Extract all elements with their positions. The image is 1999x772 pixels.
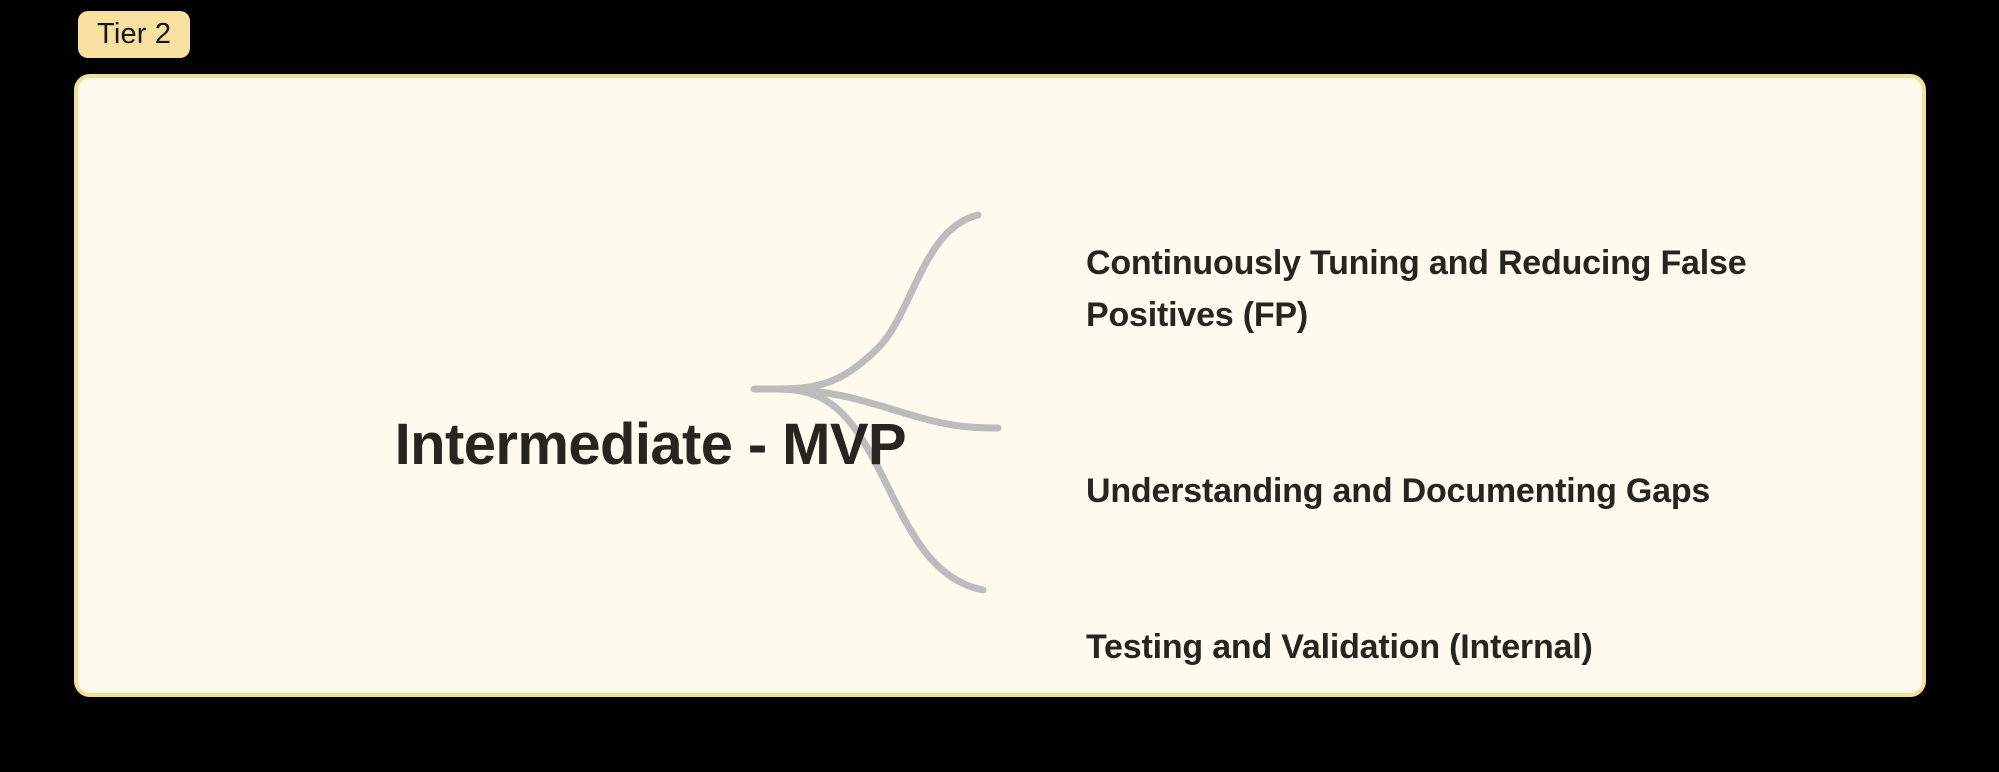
root-node-label[interactable]: Intermediate - MVP — [394, 412, 907, 477]
branch-label-3[interactable]: Testing and Validation (Internal) — [1086, 628, 1593, 666]
branch-connectors — [750, 211, 1002, 594]
mindmap-card: Intermediate - MVP Continuously Tuning a… — [74, 74, 1926, 697]
branch-label-1[interactable]: Continuously Tuning and Reducing False P… — [1086, 244, 1747, 334]
tier-badge[interactable]: Tier 2 — [78, 11, 191, 58]
tier-badge-label: Tier 2 — [97, 18, 172, 50]
branch-label-2[interactable]: Understanding and Documenting Gaps — [1086, 472, 1711, 510]
connector-branch-1 — [774, 211, 982, 393]
